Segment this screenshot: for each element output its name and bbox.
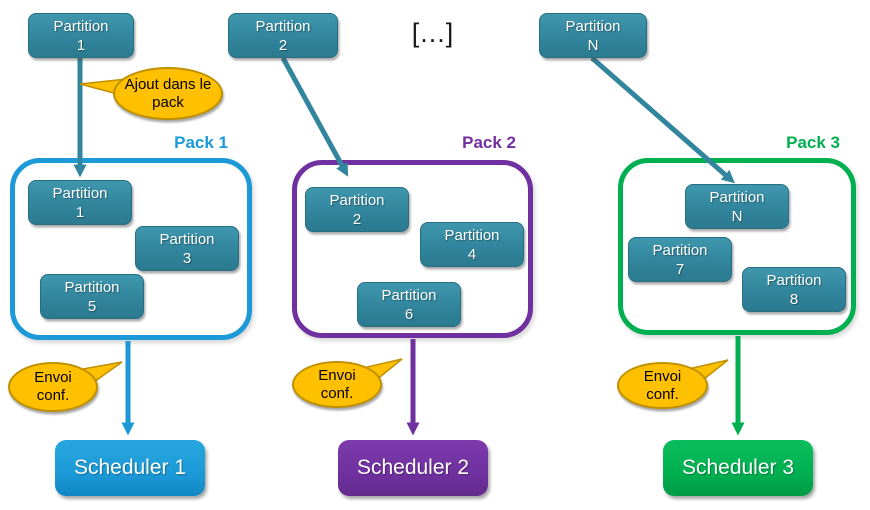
callout-ajout-pack: Ajout dans le pack xyxy=(113,67,223,120)
pack1-label: Pack 1 xyxy=(174,133,228,152)
partition-name: Partition xyxy=(766,271,822,289)
callout-envoi-conf-1: Envoi conf. xyxy=(8,362,98,412)
partition-id: 7 xyxy=(675,260,685,278)
partition-node-top-N: Partition N xyxy=(539,13,647,58)
partition-node-top-1: Partition 1 xyxy=(28,13,134,58)
pack2-partition-6: Partition 6 xyxy=(357,282,461,327)
pack2-partition-4: Partition 4 xyxy=(420,222,524,267)
partition-name: Partition xyxy=(709,188,765,206)
pack2-label: Pack 2 xyxy=(462,133,516,152)
partition-id: 1 xyxy=(75,203,85,221)
pack3-partition-7: Partition 7 xyxy=(628,237,732,282)
callout-envoi-conf-2: Envoi conf. xyxy=(292,361,382,408)
partition-node-top-2: Partition 2 xyxy=(228,13,338,58)
ellipsis-text: [...] xyxy=(411,18,455,48)
partition-name: Partition xyxy=(652,241,708,259)
partition-name: Partition xyxy=(53,17,109,35)
scheduler-3: Scheduler 3 xyxy=(663,440,813,496)
pack3-label: Pack 3 xyxy=(786,133,840,152)
partition-id: 2 xyxy=(278,36,288,54)
pack1-partition-3: Partition 3 xyxy=(135,226,239,271)
pack3-partition-8: Partition 8 xyxy=(742,267,846,312)
partition-name: Partition xyxy=(159,230,215,248)
partition-id: 8 xyxy=(789,290,799,308)
pack2-partition-2: Partition 2 xyxy=(305,187,409,232)
partition-name: Partition xyxy=(52,184,108,202)
pack1-partition-1: Partition 1 xyxy=(28,180,132,225)
partition-id: 1 xyxy=(76,36,86,54)
arrow-partition2-to-pack2 xyxy=(280,56,349,177)
partition-id: 6 xyxy=(404,305,414,323)
scheduler-2: Scheduler 2 xyxy=(338,440,488,496)
partition-id: N xyxy=(731,207,743,225)
partition-name: Partition xyxy=(255,17,311,35)
partition-name: Partition xyxy=(444,226,500,244)
partition-id: N xyxy=(587,36,599,54)
partition-name: Partition xyxy=(565,17,621,35)
pack1-partition-5: Partition 5 xyxy=(40,274,144,319)
callout-envoi-conf-3: Envoi conf. xyxy=(617,362,708,409)
partition-name: Partition xyxy=(329,191,385,209)
partition-id: 4 xyxy=(467,245,477,263)
partition-id: 3 xyxy=(182,249,192,267)
pack3-partition-N: Partition N xyxy=(685,184,789,229)
partition-id: 2 xyxy=(352,210,362,228)
scheduler-1: Scheduler 1 xyxy=(55,440,205,496)
partition-id: 5 xyxy=(87,297,97,315)
partition-name: Partition xyxy=(64,278,120,296)
partition-name: Partition xyxy=(381,286,437,304)
